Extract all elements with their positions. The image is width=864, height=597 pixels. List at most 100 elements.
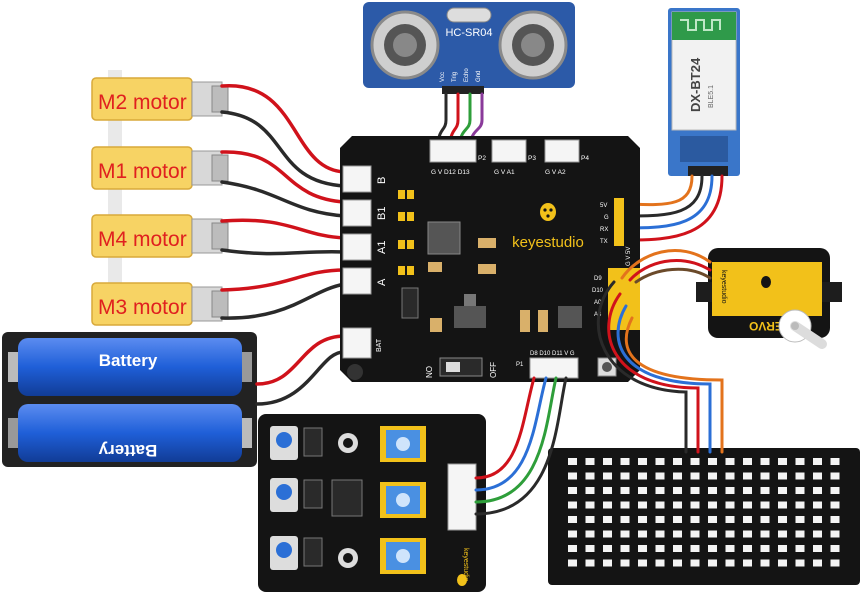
ultrasonic-crystal [446, 7, 492, 23]
matrix-led [620, 530, 630, 538]
ultrasonic-pin-trig: Trig [452, 72, 458, 82]
mcu-chip [558, 306, 582, 328]
matrix-led [603, 472, 612, 480]
sensor-channel [270, 536, 426, 574]
board-brand: keyestudio [512, 234, 584, 251]
matrix-led [673, 559, 682, 567]
header-p3 [491, 139, 527, 163]
header-p4 [544, 139, 580, 163]
motor-connector-a [342, 267, 372, 295]
component [478, 264, 496, 274]
matrix-led [638, 501, 647, 509]
matrix-wires [596, 280, 724, 454]
header-p2-pins: G V D12 D13 [431, 169, 470, 176]
matrix-led [655, 458, 665, 465]
matrix-led [603, 516, 612, 523]
matrix-led [708, 501, 717, 509]
matrix-led [620, 487, 630, 494]
bluetooth-header [614, 198, 624, 246]
matrix-led [725, 530, 735, 538]
matrix-led [620, 458, 630, 465]
bluetooth-module: DX-BT24 BLE5.1 [668, 8, 740, 176]
matrix-led [690, 501, 700, 509]
header-p1-pins: D8 D10 D11 V G [530, 351, 575, 357]
matrix-led [655, 501, 665, 509]
matrix-led [708, 472, 717, 480]
servo-pin-block [608, 268, 640, 330]
matrix-led [725, 487, 735, 494]
component [430, 318, 442, 332]
matrix-led [585, 487, 595, 494]
matrix-led [725, 516, 735, 523]
sensor-channel [270, 426, 426, 462]
matrix-led [778, 458, 787, 465]
matrix-led [708, 530, 717, 538]
matrix-led [813, 559, 822, 567]
matrix-led [795, 545, 805, 552]
matrix-led [778, 501, 787, 509]
matrix-led [673, 472, 682, 480]
matrix-led [813, 545, 822, 552]
motor-m4: M4 motor [91, 214, 229, 258]
led-matrix [548, 448, 860, 585]
bt-pin-rx: RX [600, 227, 608, 233]
bluetooth-wires [626, 174, 724, 242]
matrix-led [760, 559, 770, 567]
motor-m3: M3 motor [91, 282, 229, 326]
component [520, 310, 530, 332]
matrix-led [830, 472, 840, 480]
board-outline [340, 136, 640, 382]
matrix-led [743, 487, 752, 494]
matrix-led [813, 530, 822, 538]
matrix-led [743, 501, 752, 509]
matrix-led [743, 458, 752, 465]
matrix-led [655, 472, 665, 480]
matrix-led [638, 530, 647, 538]
motor-connector-a1 [342, 233, 372, 261]
line-tracking-sensor: keyestudio [258, 414, 486, 592]
matrix-led [585, 559, 595, 567]
matrix-led [690, 472, 700, 480]
matrix-led [813, 472, 822, 480]
battery-terminal [8, 352, 18, 382]
matrix-led [708, 487, 717, 494]
matrix-led [673, 487, 682, 494]
matrix-led [568, 487, 577, 494]
keyestudio-bug-icon [540, 203, 556, 221]
matrix-led [725, 458, 735, 465]
matrix-led [568, 559, 577, 567]
matrix-led [620, 559, 630, 567]
line-sensor-brand: keyestudio [462, 548, 469, 582]
matrix-led [585, 472, 595, 480]
line-sensor-connector [447, 463, 477, 531]
switch-on-label: NO [425, 366, 434, 378]
matrix-led [760, 545, 770, 552]
matrix-led [760, 487, 770, 494]
motor-label: M1 motor [98, 160, 187, 183]
bluetooth-model: DX-BT24 [688, 57, 703, 112]
motor-m2: M2 motor [91, 77, 229, 121]
matrix-led [778, 559, 787, 567]
motor-port-b1: B1 [376, 207, 388, 220]
line-sensor-wires [474, 376, 568, 516]
ultrasonic-model: HC-SR04 [445, 27, 492, 39]
matrix-led [725, 472, 735, 480]
battery-bottom-label: Battery [98, 441, 157, 460]
matrix-led [673, 501, 682, 509]
battery-cell-bottom [18, 404, 242, 462]
header-p4-pins: G V A2 [545, 169, 566, 176]
matrix-led [795, 501, 805, 509]
matrix-led [778, 516, 787, 523]
matrix-led [603, 487, 612, 494]
motor-m1: M1 motor [91, 146, 229, 190]
battery-terminal [242, 418, 252, 448]
matrix-led [568, 516, 577, 523]
matrix-led [813, 501, 822, 509]
motor-port-b: B [376, 177, 388, 184]
battery-top-label: Battery [99, 351, 158, 370]
matrix-led [603, 501, 612, 509]
matrix-led [655, 516, 665, 523]
matrix-led [638, 487, 647, 494]
matrix-led [585, 501, 595, 509]
